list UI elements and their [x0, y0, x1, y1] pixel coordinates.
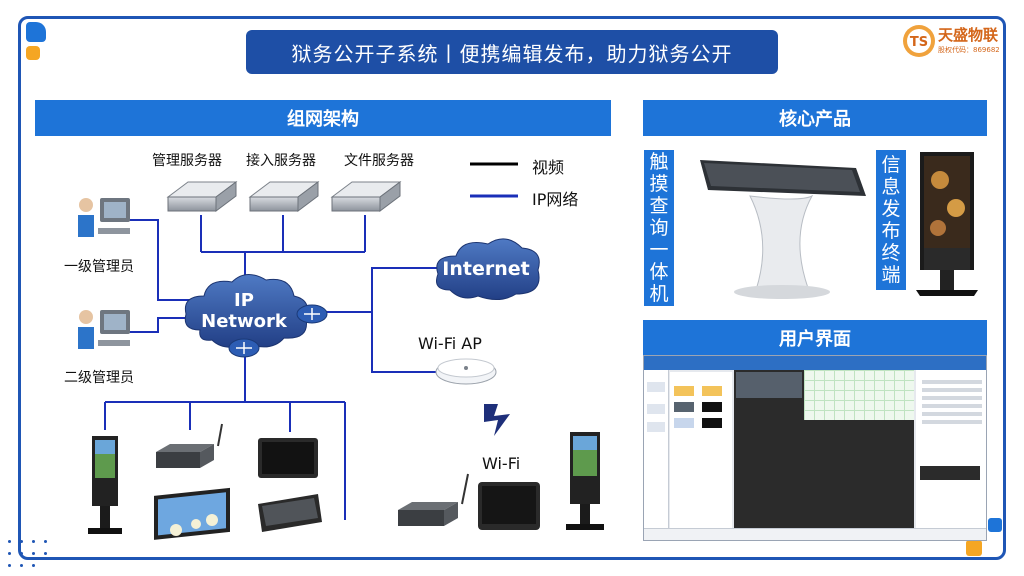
ui-properties-panel: [916, 370, 986, 528]
user-interface-screenshot: [643, 355, 987, 541]
server-label-file: 文件服务器: [344, 153, 414, 169]
server-icon: [166, 181, 238, 212]
operator-label-secondary: 二级管理员: [64, 370, 134, 386]
media-box-icon: [156, 423, 223, 468]
server-label-access: 接入服务器: [246, 153, 316, 169]
router-icon: [296, 304, 328, 324]
ip-network-lines: [104, 215, 440, 520]
server-label-management: 管理服务器: [152, 153, 222, 169]
signage-label: 信息发布终端: [876, 150, 906, 290]
svg-text:TS: TS: [910, 35, 928, 50]
panel-display-icon: [258, 438, 318, 478]
server-icon: [330, 181, 402, 212]
wireless-signal-icon: [484, 404, 510, 436]
operator-computer-icon: [78, 310, 130, 349]
company-logo: TS 天盛物联 股权代码：869682: [902, 22, 1006, 62]
ui-media-panel: [670, 372, 732, 532]
section-ui-title: 用户界面: [643, 320, 987, 356]
internet-cloud-icon: Internet: [436, 238, 540, 300]
logo-code: 股权代码：869682: [938, 46, 1000, 54]
stretched-display-icon: [258, 494, 322, 532]
router-icon: [228, 338, 260, 358]
svg-text:IP: IP: [234, 290, 254, 311]
logo-mark-icon: TS: [903, 25, 935, 57]
kiosk-device-icon: [566, 432, 604, 530]
ui-canvas: [734, 370, 914, 528]
legend-ip-label: IP网络: [532, 190, 579, 209]
corner-decoration-blue: [26, 22, 46, 42]
operator-computer-icon: [78, 198, 130, 237]
wifi-ap-icon: [435, 358, 497, 385]
ui-top-bar: [644, 356, 986, 370]
operator-label-primary: 一级管理员: [64, 259, 134, 275]
signage-terminal-image: [916, 152, 978, 296]
ui-bottom-bar: [644, 528, 986, 540]
wifi-label: Wi-Fi: [482, 454, 521, 473]
corner-decoration-yellow-bottom: [966, 540, 982, 556]
svg-text:Internet: Internet: [442, 258, 529, 280]
wifi-ap-label: Wi-Fi AP: [418, 334, 482, 353]
section-products-title: 核心产品: [643, 100, 987, 136]
slide-title: 狱务公开子系统丨便携编辑发布，助力狱务公开: [246, 30, 778, 74]
corner-decoration-blue-bottom: [988, 518, 1002, 532]
server-icon: [248, 181, 320, 212]
kiosk-label: 触摸查询一体机: [644, 150, 674, 306]
touch-kiosk-image: [700, 160, 866, 299]
legend-video-label: 视频: [532, 158, 565, 177]
kiosk-device-icon: [88, 436, 122, 534]
ui-left-rail: [644, 370, 669, 540]
logo-name: 天盛物联: [938, 26, 999, 44]
media-box-icon: [398, 473, 469, 526]
ip-network-cloud-icon: IP Network: [184, 274, 308, 348]
svg-text:Network: Network: [201, 311, 288, 332]
corner-decoration-yellow: [26, 46, 40, 60]
tablet-display-icon: [478, 482, 540, 530]
section-network-title: 组网架构: [35, 100, 611, 136]
wall-display-icon: [154, 487, 230, 540]
